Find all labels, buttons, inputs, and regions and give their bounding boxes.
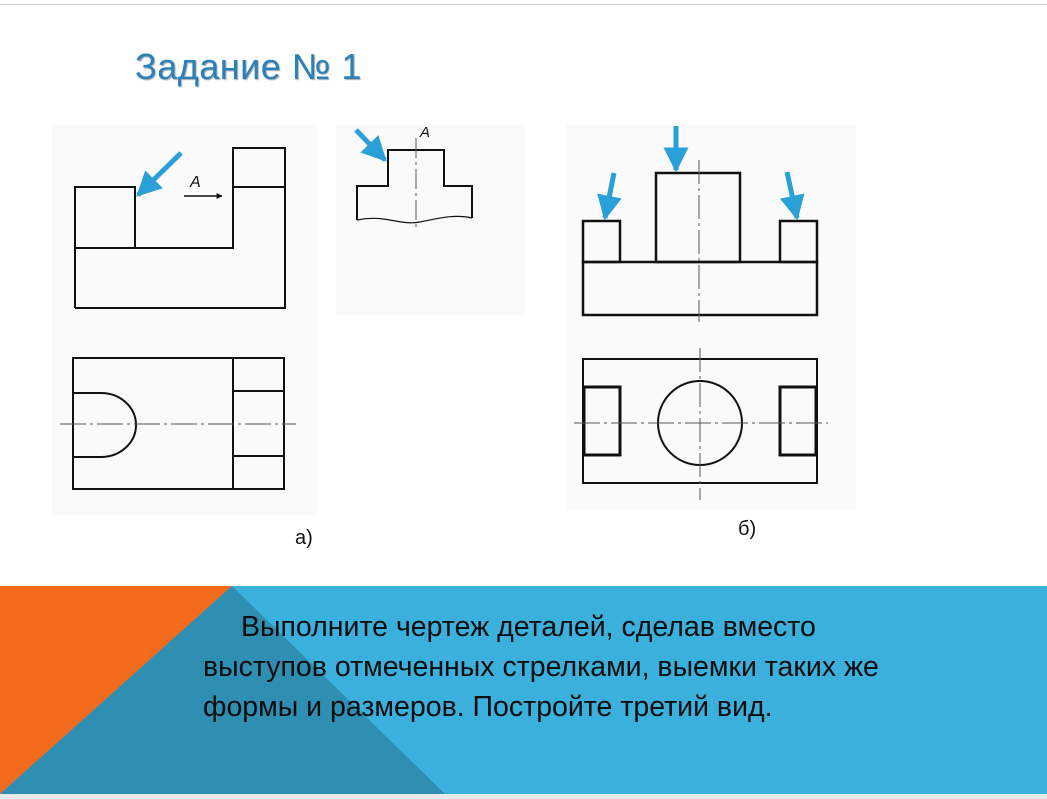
drawing-b-background xyxy=(566,125,856,510)
arrow-b-left xyxy=(597,172,622,221)
drawing-a-front-view xyxy=(74,147,286,309)
arrow-a-front xyxy=(136,151,183,197)
drawing-b-front-view xyxy=(581,171,819,317)
technical-drawings: А А xyxy=(52,124,856,515)
view-label-a: А xyxy=(189,174,201,191)
view-label-a-detail: А xyxy=(419,124,430,141)
instruction-banner xyxy=(0,586,1047,794)
banner-background xyxy=(0,586,1047,794)
arrow-a-detail xyxy=(354,128,387,162)
arrow-b-right xyxy=(780,171,805,221)
banner-teal-triangle xyxy=(0,586,445,794)
caption-a: а) xyxy=(295,527,313,549)
task-instruction-text: Выполните чертеж деталей, сделав вместо … xyxy=(203,611,879,723)
page-title: Задание № 1 xyxy=(135,46,362,87)
caption-b: б) xyxy=(738,518,757,540)
drawing-a-background xyxy=(52,125,317,515)
top-divider xyxy=(0,4,1047,5)
bottom-strip xyxy=(0,794,1047,799)
